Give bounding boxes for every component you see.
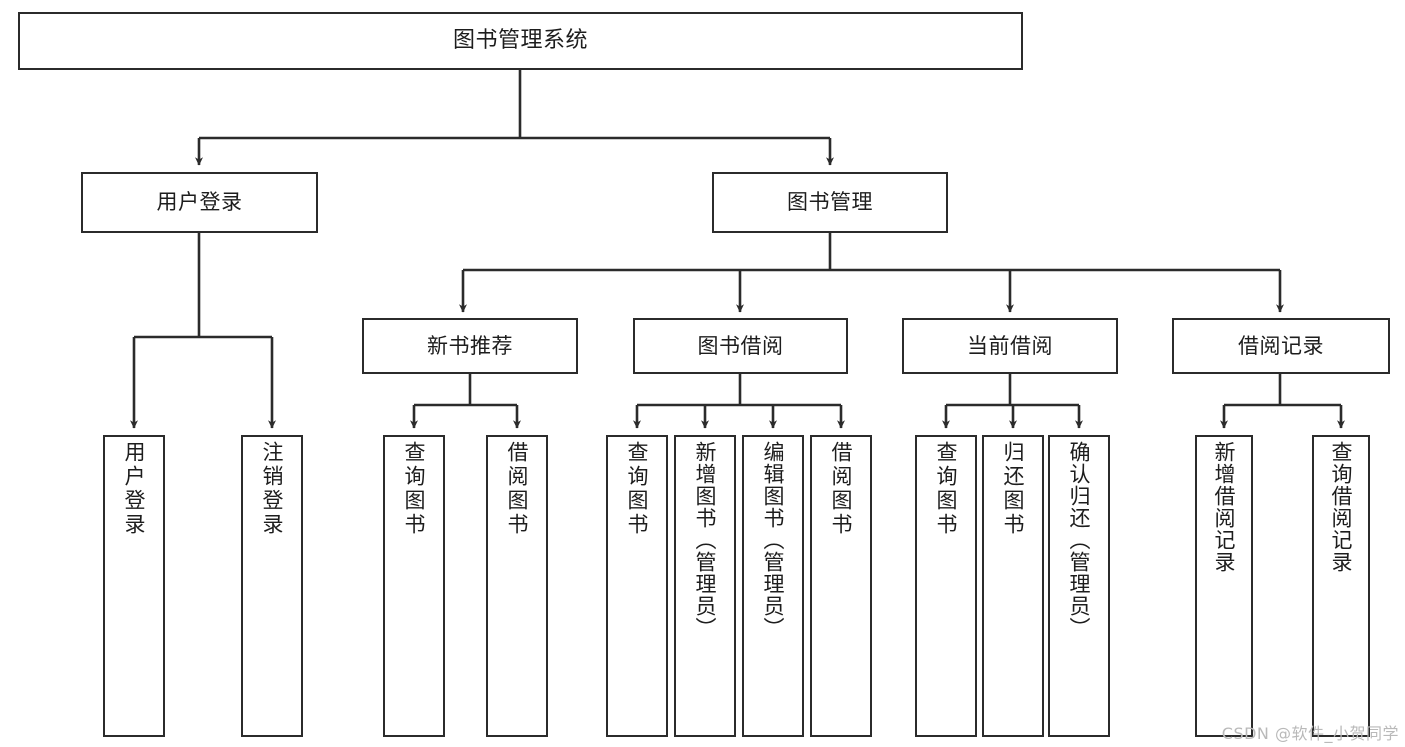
leaf-current-borrow-confirm-return-admin[interactable]: 确认归还（管理员） bbox=[1048, 435, 1110, 737]
node-label: 借阅图书 bbox=[829, 441, 854, 537]
node-label: 新增借阅记录 bbox=[1212, 441, 1237, 573]
node-label: 归还图书 bbox=[1001, 441, 1026, 537]
leaf-user-login-logout[interactable]: 注销登录 bbox=[241, 435, 303, 737]
leaf-borrow-record-add-record[interactable]: 新增借阅记录 bbox=[1195, 435, 1253, 737]
node-label: 用户登录 bbox=[156, 190, 243, 215]
leaf-new-books-borrow-book[interactable]: 借阅图书 bbox=[486, 435, 548, 737]
leaf-user-login-login[interactable]: 用户登录 bbox=[103, 435, 165, 737]
leaf-book-borrow-query-book[interactable]: 查询图书 bbox=[606, 435, 668, 737]
node-label: 图书管理 bbox=[787, 190, 873, 215]
node-label: 新增图书（管理员） bbox=[693, 441, 718, 639]
node-book-management[interactable]: 图书管理 bbox=[712, 172, 948, 233]
node-user-login[interactable]: 用户登录 bbox=[81, 172, 318, 233]
node-label: 查询图书 bbox=[402, 441, 427, 537]
node-label: 注销登录 bbox=[260, 441, 285, 537]
node-label: 图书管理系统 bbox=[452, 28, 588, 54]
node-borrow-record[interactable]: 借阅记录 bbox=[1172, 318, 1390, 374]
node-label: 编辑图书（管理员） bbox=[761, 441, 786, 639]
node-label: 借阅记录 bbox=[1238, 333, 1324, 358]
node-label: 新书推荐 bbox=[427, 333, 513, 358]
node-current-borrow[interactable]: 当前借阅 bbox=[902, 318, 1118, 374]
node-label: 借阅图书 bbox=[505, 441, 530, 537]
node-label: 确认归还（管理员） bbox=[1067, 441, 1092, 639]
leaf-book-borrow-borrow-book[interactable]: 借阅图书 bbox=[810, 435, 872, 737]
leaf-new-books-query-book[interactable]: 查询图书 bbox=[383, 435, 445, 737]
node-label: 查询借阅记录 bbox=[1329, 441, 1354, 573]
node-label: 查询图书 bbox=[625, 441, 650, 537]
node-root-system[interactable]: 图书管理系统 bbox=[18, 12, 1023, 70]
leaf-current-borrow-query-book[interactable]: 查询图书 bbox=[915, 435, 977, 737]
node-label: 查询图书 bbox=[934, 441, 959, 537]
node-new-book-recommend[interactable]: 新书推荐 bbox=[362, 318, 578, 374]
leaf-current-borrow-return-book[interactable]: 归还图书 bbox=[982, 435, 1044, 737]
leaf-book-borrow-add-book-admin[interactable]: 新增图书（管理员） bbox=[674, 435, 736, 737]
node-label: 图书借阅 bbox=[697, 333, 784, 358]
leaf-book-borrow-edit-book-admin[interactable]: 编辑图书（管理员） bbox=[742, 435, 804, 737]
leaf-borrow-record-query-record[interactable]: 查询借阅记录 bbox=[1312, 435, 1370, 737]
node-label: 用户登录 bbox=[122, 441, 147, 537]
node-book-borrow[interactable]: 图书借阅 bbox=[633, 318, 848, 374]
node-label: 当前借阅 bbox=[967, 333, 1053, 358]
watermark-text: CSDN @软件_小贺同学 bbox=[1221, 724, 1399, 743]
